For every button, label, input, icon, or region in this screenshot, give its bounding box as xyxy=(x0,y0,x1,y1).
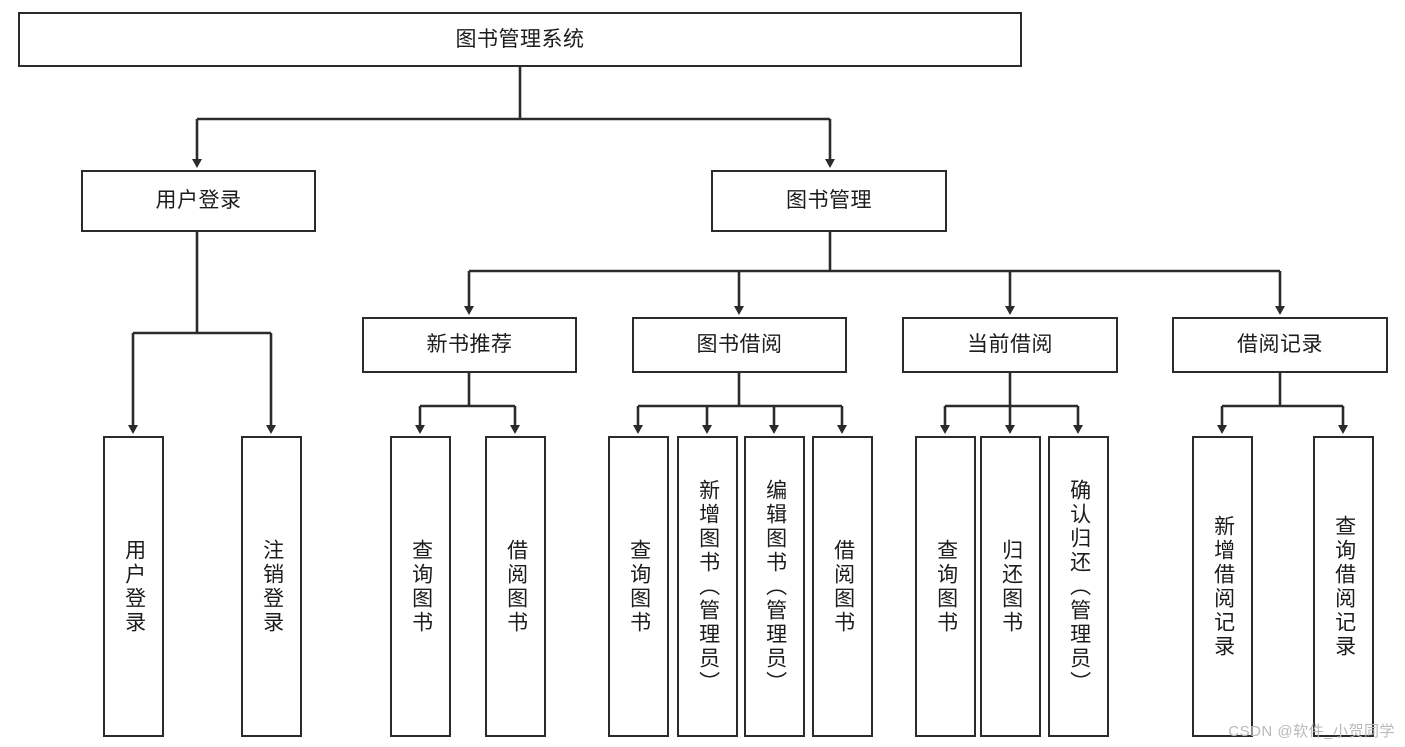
node-user-login[interactable]: 用户登录 xyxy=(81,170,316,232)
node-label: 图书管理系统 xyxy=(455,27,585,51)
node-label: 确认归还（管理员） xyxy=(1067,478,1091,695)
leaf-book-borrow-add-book-admin[interactable]: 新增图书（管理员） xyxy=(677,436,738,737)
node-current-borrow[interactable]: 当前借阅 xyxy=(902,317,1118,373)
node-book-borrow[interactable]: 图书借阅 xyxy=(632,317,847,373)
node-label: 归还图书 xyxy=(999,538,1023,635)
node-label: 注销登录 xyxy=(260,538,284,635)
leaf-current-borrow-query-book[interactable]: 查询图书 xyxy=(915,436,976,737)
node-borrow-record[interactable]: 借阅记录 xyxy=(1172,317,1388,373)
leaf-new-book-query-book[interactable]: 查询图书 xyxy=(390,436,451,737)
node-label: 新增图书（管理员） xyxy=(696,478,720,695)
leaf-book-borrow-query-book[interactable]: 查询图书 xyxy=(608,436,669,737)
node-label: 查询借阅记录 xyxy=(1332,514,1356,659)
connector-current-borrow-to-leaves xyxy=(940,373,1083,434)
node-label: 新增借阅记录 xyxy=(1211,514,1235,659)
leaf-current-borrow-confirm-return-admin[interactable]: 确认归还（管理员） xyxy=(1048,436,1109,737)
node-label: 用户登录 xyxy=(155,189,242,213)
node-book-management[interactable]: 图书管理 xyxy=(711,170,947,232)
connector-user-login-to-leaves xyxy=(128,232,276,434)
leaf-borrow-record-add-record[interactable]: 新增借阅记录 xyxy=(1192,436,1253,737)
node-label: 查询图书 xyxy=(934,538,958,635)
node-new-book-recommend[interactable]: 新书推荐 xyxy=(362,317,577,373)
leaf-book-borrow-edit-book-admin[interactable]: 编辑图书（管理员） xyxy=(744,436,805,737)
leaf-user-login-logout[interactable]: 注销登录 xyxy=(241,436,302,737)
node-label: 查询图书 xyxy=(409,538,433,635)
connector-book-borrow-to-leaves xyxy=(633,373,847,434)
node-label: 借阅图书 xyxy=(504,538,528,635)
connector-new-book-to-leaves xyxy=(415,373,520,434)
leaf-book-borrow-borrow-book[interactable]: 借阅图书 xyxy=(812,436,873,737)
connector-book-manage-to-level3 xyxy=(464,232,1285,315)
node-label: 当前借阅 xyxy=(967,333,1053,357)
node-label: 图书管理 xyxy=(786,189,872,213)
connector-root-to-level2 xyxy=(192,67,835,168)
node-label: 借阅图书 xyxy=(831,538,855,635)
leaf-user-login-login[interactable]: 用户登录 xyxy=(103,436,164,737)
node-label: 用户登录 xyxy=(122,538,146,635)
leaf-current-borrow-return-book[interactable]: 归还图书 xyxy=(980,436,1041,737)
connector-borrow-record-to-leaves xyxy=(1217,373,1348,434)
node-label: 编辑图书（管理员） xyxy=(763,478,787,695)
leaf-borrow-record-query-record[interactable]: 查询借阅记录 xyxy=(1313,436,1374,737)
node-label: 查询图书 xyxy=(627,538,651,635)
node-label: 图书借阅 xyxy=(696,333,783,357)
node-label: 新书推荐 xyxy=(426,333,513,357)
leaf-new-book-borrow-book[interactable]: 借阅图书 xyxy=(485,436,546,737)
node-root-book-management-system[interactable]: 图书管理系统 xyxy=(18,12,1022,67)
node-label: 借阅记录 xyxy=(1237,333,1323,357)
